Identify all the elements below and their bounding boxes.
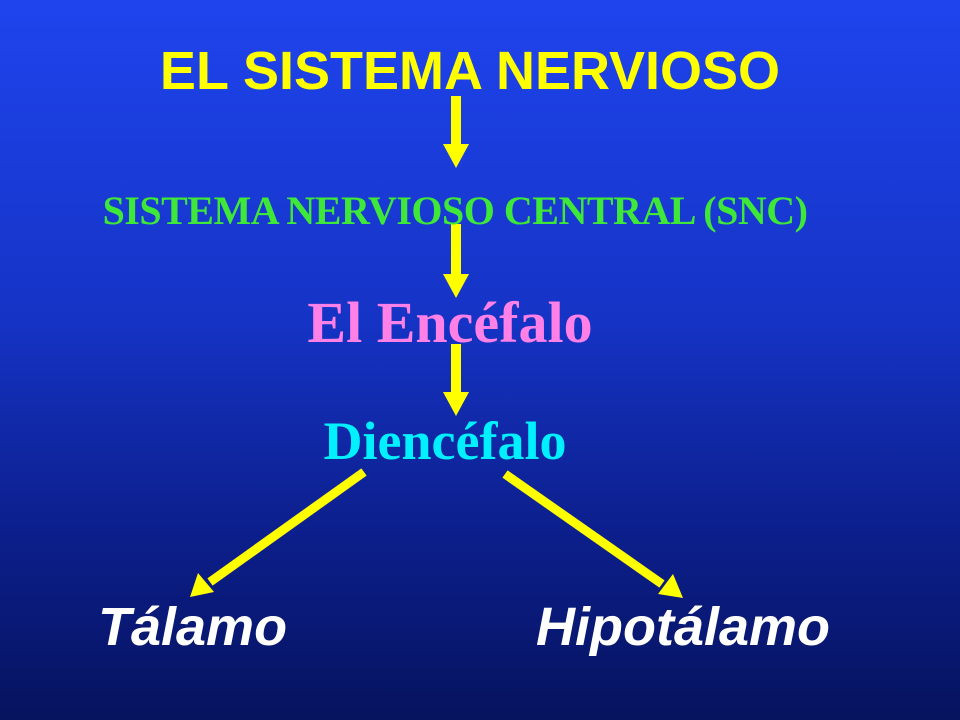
node-hipotalamo: Hipotálamo — [536, 597, 831, 657]
node-sistema-nervioso: EL SISTEMA NERVIOSO — [159, 41, 781, 101]
node-diencefalo: Diencéfalo — [323, 411, 567, 471]
arrow-snc-to-encefalo — [443, 224, 469, 298]
node-encefalo: El Encéfalo — [307, 290, 593, 355]
node-snc: SISTEMA NERVIOSO CENTRAL (SNC) — [102, 188, 808, 233]
node-talamo: Tálamo — [98, 597, 288, 657]
arrow-root-to-snc — [443, 96, 469, 168]
arrow-diencefalo-to-hipotalamo — [502, 470, 665, 588]
arrow-encefalo-to-diencefalo — [443, 344, 469, 416]
arrowhead-talamo — [190, 573, 214, 597]
arrow-diencefalo-to-talamo — [207, 468, 367, 586]
arrowhead-hipotalamo — [658, 574, 683, 598]
